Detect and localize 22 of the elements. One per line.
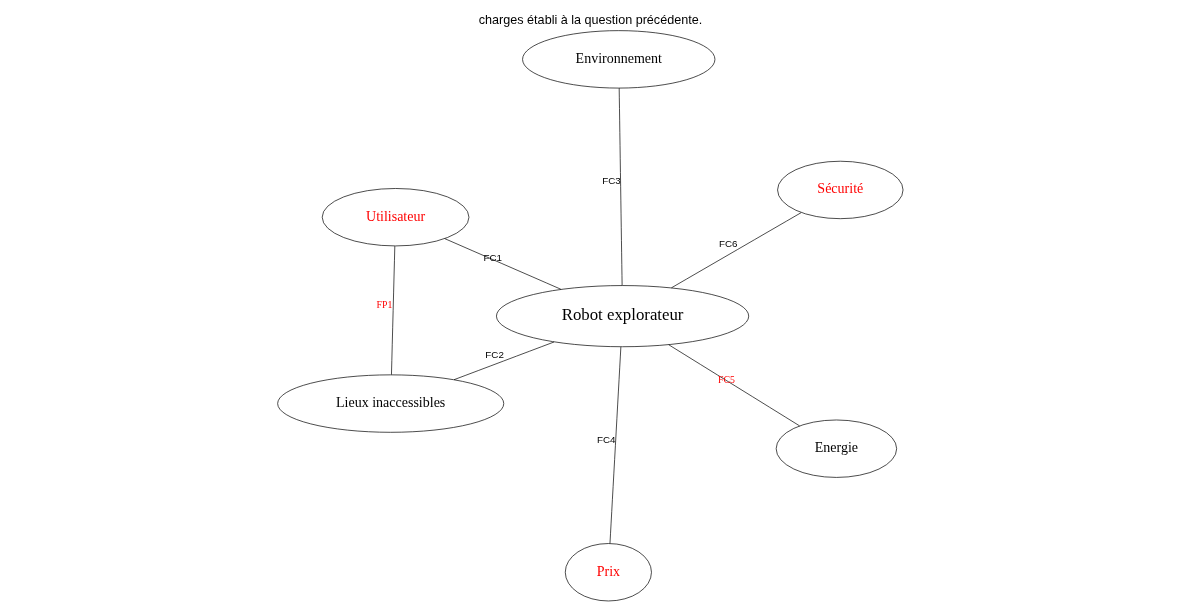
node-ellipse: Robot explorateur bbox=[496, 285, 750, 348]
connector bbox=[609, 346, 622, 544]
edge-label: FC3 bbox=[602, 174, 621, 186]
connector bbox=[453, 341, 555, 381]
diagram-title: charges établi à la question précédente. bbox=[478, 12, 703, 27]
connector bbox=[668, 344, 800, 427]
connector bbox=[618, 87, 623, 286]
edge-label: FC6 bbox=[718, 238, 738, 249]
node-ellipse: Energie bbox=[775, 419, 897, 478]
edge-label: FC1 bbox=[483, 251, 503, 263]
node-ellipse: Sécurité bbox=[777, 160, 904, 220]
edge-label: FC2 bbox=[485, 349, 504, 361]
connector bbox=[671, 212, 802, 289]
edge-label: FP1 bbox=[376, 298, 393, 310]
connector bbox=[391, 245, 396, 375]
edge-label: FC5 bbox=[718, 374, 735, 386]
node-ellipse: Environnement bbox=[522, 30, 716, 89]
edge-label: FC4 bbox=[597, 434, 616, 446]
node-ellipse: Lieux inaccessibles bbox=[277, 374, 505, 433]
node-ellipse: Utilisateur bbox=[321, 188, 470, 247]
connector bbox=[444, 238, 562, 290]
node-ellipse: Prix bbox=[564, 543, 652, 602]
